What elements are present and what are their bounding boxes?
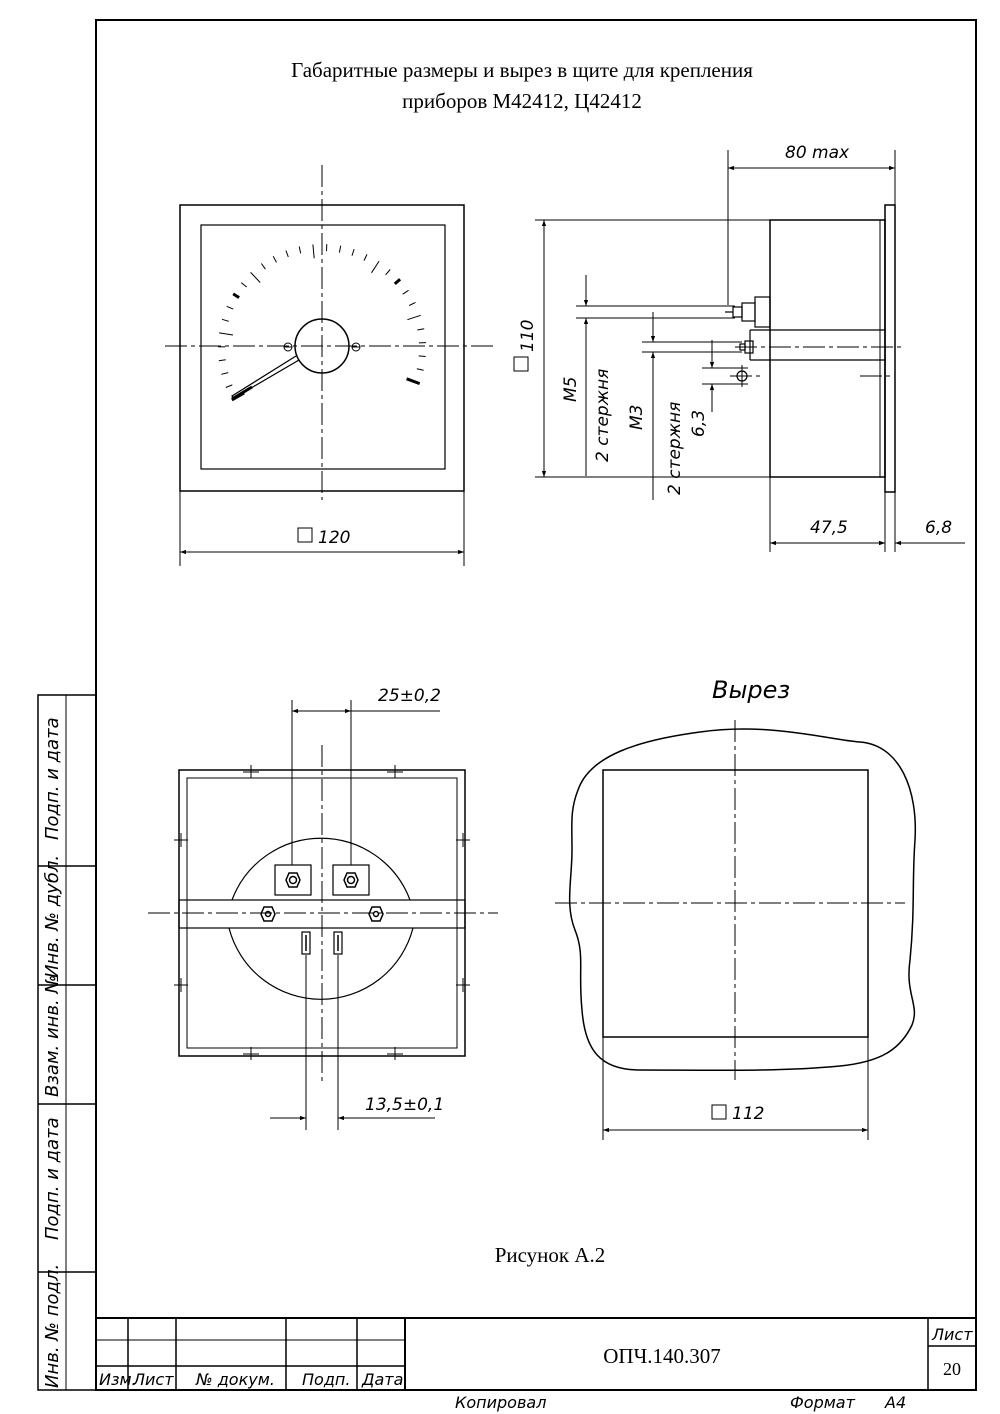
- panel-outline: [568, 728, 917, 1072]
- scale-tick: [298, 246, 302, 254]
- col-data: Дата: [361, 1370, 403, 1389]
- pointer-needle: [231, 355, 300, 401]
- front-view: 120: [165, 165, 495, 566]
- scale-tick: [312, 244, 315, 259]
- sheet-label: Лист: [931, 1325, 973, 1344]
- col-list: Лист: [132, 1370, 174, 1389]
- scale-tick: [226, 305, 234, 310]
- stamp-replace-inv: Взам. инв. №: [42, 975, 63, 1097]
- side-dim-110: 110: [518, 320, 538, 352]
- side-dim-475: 47,5: [810, 518, 848, 538]
- scale-tick: [240, 282, 247, 288]
- col-ndoc: № докум.: [195, 1370, 275, 1389]
- sheet-number: 20: [943, 1359, 961, 1379]
- page-title-line1: Габаритные размеры и вырез в щите для кр…: [291, 58, 753, 82]
- side-stud-m5-count: 2 стержня: [593, 369, 613, 462]
- scale-tick: [418, 355, 426, 357]
- scale-tick: [407, 314, 421, 321]
- side-dim-80max: 80 max: [785, 143, 850, 163]
- scale-tick: [221, 372, 229, 375]
- scale-tick: [351, 248, 355, 256]
- rear-view: 25±0,2 13,5±0,1: [148, 686, 498, 1130]
- scale-tick: [250, 272, 261, 283]
- side-stud-m3-count: 2 стержня: [665, 402, 685, 495]
- scale-tick: [371, 260, 380, 274]
- col-izm: Изм.: [99, 1370, 137, 1389]
- rear-dim-135: 13,5±0,1: [365, 1095, 444, 1115]
- format-label: Формат: [790, 1393, 856, 1412]
- copied-label: Копировал: [455, 1393, 546, 1412]
- scale-tick: [402, 289, 409, 295]
- side-view: 80 max 110 М5 2 стержня М3 2 стержня 6,3…: [513, 143, 965, 552]
- cutout-title: Вырез: [712, 676, 790, 704]
- stamp-dup-inv: Инв. № дубл.: [42, 855, 63, 978]
- scale-tick: [417, 328, 425, 331]
- title-block: [96, 1317, 976, 1390]
- side-dim-68: 6,8: [925, 518, 952, 538]
- side-stamp: Подп. и дата Инв. № дубл. Взам. инв. № П…: [42, 717, 63, 1388]
- scale-tick: [338, 245, 342, 253]
- scale-tick: [218, 359, 226, 362]
- scale-tick: [393, 278, 402, 286]
- cutout-width-dim: 112: [732, 1104, 764, 1124]
- scale-tick: [260, 263, 266, 270]
- document-number: ОПЧ.140.307: [603, 1344, 720, 1368]
- col-podp: Подп.: [302, 1370, 350, 1389]
- scale-tick: [408, 301, 416, 306]
- scale-tick: [221, 318, 229, 322]
- figure-caption: Рисунок А.2: [495, 1243, 606, 1267]
- rear-dim-25: 25±0,2: [378, 686, 441, 706]
- stamp-sign-date-2: Подп. и дата: [42, 1117, 63, 1240]
- scale-tick: [363, 254, 368, 261]
- scale-tick: [232, 292, 240, 299]
- side-stud-m3: М3: [627, 405, 647, 430]
- scale-tick: [285, 250, 289, 258]
- side-dim-63: 6,3: [689, 410, 709, 437]
- scale-tick: [416, 368, 424, 371]
- scale-tick: [219, 332, 234, 336]
- cutout-view: Вырез 112: [555, 676, 917, 1140]
- front-width-dim: 120: [318, 528, 350, 548]
- sheet-frame: [37, 19, 977, 1391]
- scale-tick: [272, 255, 277, 263]
- scale-tick: [385, 269, 391, 276]
- format-value: А4: [884, 1393, 906, 1412]
- stamp-sign-date-1: Подп. и дата: [42, 717, 63, 840]
- scale-tick: [406, 377, 421, 386]
- side-stud-m5: М5: [561, 377, 581, 402]
- stamp-orig-inv: Инв. № подл.: [42, 1264, 63, 1388]
- page-title-line2: приборов М42412, Ц42412: [402, 89, 642, 113]
- scale-tick: [225, 384, 233, 388]
